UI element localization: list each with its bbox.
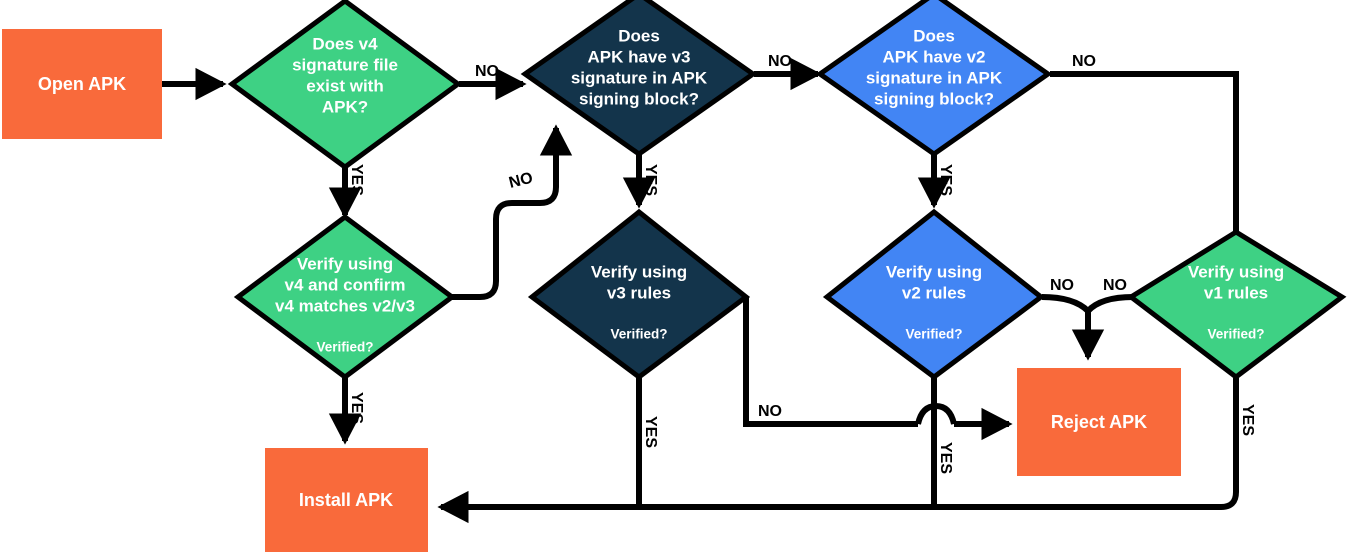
edge-label-verifyv4-no: NO (507, 170, 534, 192)
verify-v3-diamond (527, 208, 751, 381)
reject-apk-rect (1017, 368, 1181, 476)
edge-label-qv3-yes: YES (642, 164, 659, 196)
install-apk-rect (265, 448, 428, 552)
node-question-v3[interactable]: Does APK have v3 signature in APK signin… (520, 0, 758, 158)
question-v4-line2: signature file (292, 55, 398, 74)
verify-v4-line2: v4 and confirm (285, 275, 406, 294)
verify-v2-diamond (822, 208, 1046, 381)
question-v2-line1: Does (913, 26, 955, 45)
node-open-apk[interactable]: Open APK (2, 29, 162, 139)
edge-label-qv2-no: NO (1072, 53, 1096, 70)
node-reject-apk[interactable]: Reject APK (1017, 368, 1181, 476)
edge-label-verifyv4-yes: YES (348, 392, 365, 424)
node-verify-v2[interactable]: Verify using v2 rules Verified? (822, 208, 1046, 381)
question-v2-line3: signature in APK (866, 68, 1003, 87)
question-v4-line1: Does v4 (312, 34, 378, 53)
edge-label-qv3-no: NO (768, 53, 792, 70)
verify-v1-line2: v1 rules (1204, 283, 1268, 302)
node-verify-v1[interactable]: Verify using v1 rules Verified? (1126, 229, 1347, 381)
verify-v4-line1: Verify using (297, 254, 393, 273)
verify-v3-line1: Verify using (591, 262, 687, 281)
edge-label-verifyv3-yes: YES (642, 416, 659, 448)
verify-v3-line2: v3 rules (607, 283, 671, 302)
edge-verifyv1-yes-to-install (437, 378, 1239, 524)
verify-v2-line2: v2 rules (902, 283, 966, 302)
verify-v3-sub: Verified? (610, 327, 667, 342)
edge-label-verifyv2-no: NO (1050, 277, 1074, 294)
edge-label-qv4-no: NO (475, 63, 499, 80)
node-question-v4[interactable]: Does v4 signature file exist with APK? (227, 0, 463, 171)
verify-v1-sub: Verified? (1207, 327, 1264, 342)
edge-label-verifyv1-yes: YES (1239, 404, 1256, 436)
question-v3-line1: Does (618, 26, 660, 45)
open-apk-rect (2, 29, 162, 139)
verify-v4-line3: v4 matches v2/v3 (275, 296, 415, 315)
edge-label-verifyv1-no: NO (1103, 277, 1127, 294)
question-v2-line4: signing block? (874, 89, 994, 108)
edge-label-verifyv2-yes: YES (937, 442, 954, 474)
reject-apk-label: Reject APK (1051, 412, 1147, 432)
node-verify-v4[interactable]: Verify using v4 and confirm v4 matches v… (233, 213, 457, 381)
verify-v2-line1: Verify using (886, 262, 982, 281)
edge-verifyv4-no-to-qv3 (452, 124, 573, 300)
install-apk-label: Install APK (299, 490, 393, 510)
verify-v1-line1: Verify using (1188, 262, 1284, 281)
question-v2-diamond (815, 0, 1053, 158)
verify-v2-sub: Verified? (905, 327, 962, 342)
edge-label-qv4-yes: YES (348, 164, 365, 196)
verify-v4-sub: Verified? (316, 340, 373, 355)
edge-verifyv1-no-to-reject (1085, 294, 1134, 314)
question-v4-line4: APK? (322, 97, 368, 116)
edge-verifyv2-no-to-reject (1041, 294, 1105, 361)
question-v4-line3: exist with (306, 76, 383, 95)
question-v3-line3: signature in APK (571, 68, 708, 87)
edge-qv2-no-to-verifyv1 (1050, 71, 1239, 233)
node-install-apk[interactable]: Install APK (265, 448, 428, 552)
edge-verifyv3-no-to-reject (743, 297, 918, 427)
node-verify-v3[interactable]: Verify using v3 rules Verified? (527, 208, 751, 381)
question-v2-line2: APK have v2 (883, 47, 986, 66)
question-v4-diamond (227, 0, 463, 171)
node-question-v2[interactable]: Does APK have v2 signature in APK signin… (815, 0, 1053, 158)
verify-v4-diamond (233, 213, 457, 381)
verify-v1-diamond (1126, 229, 1347, 381)
edge-label-verifyv3-no: NO (758, 403, 782, 420)
question-v3-line2: APK have v3 (588, 47, 691, 66)
open-apk-label: Open APK (38, 74, 126, 94)
question-v3-line4: signing block? (579, 89, 699, 108)
edge-label-qv2-yes: YES (937, 164, 954, 196)
question-v3-diamond (520, 0, 758, 158)
